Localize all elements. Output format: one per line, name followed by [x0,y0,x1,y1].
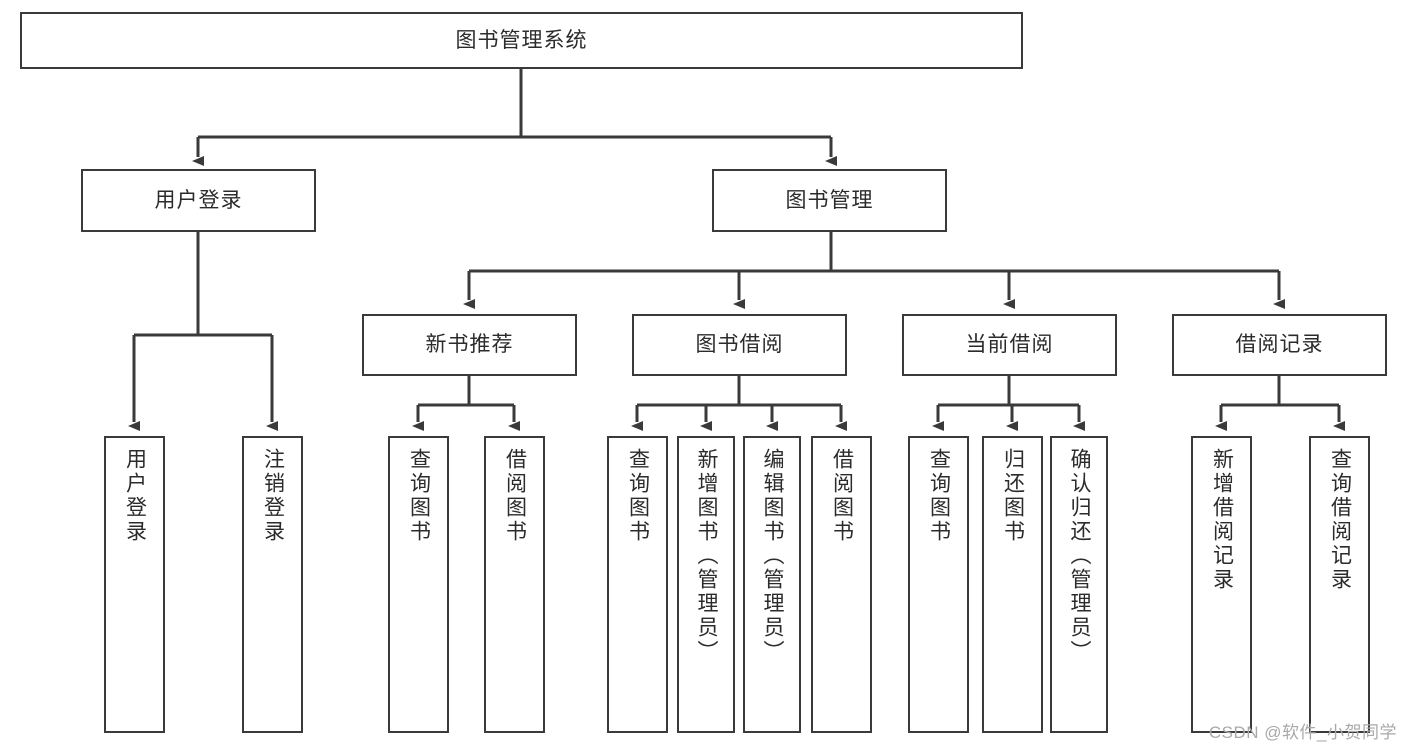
node-book-borrow[interactable]: 图书借阅 [632,314,847,376]
node-label: 图书管理系统 [455,28,588,52]
watermark: CSDN @软件_小贺同学 [1208,723,1397,742]
node-label: 用户登录 [154,188,243,212]
node-label: 新书推荐 [425,333,514,357]
node-leaf-cb-confirm-return[interactable]: 确认归还（管理员） [1050,436,1108,733]
node-label: 查询图书 [626,448,650,544]
node-label: 图书管理 [785,188,874,212]
node-label: 当前借阅 [965,333,1054,357]
node-label: 确认归还（管理员） [1068,448,1092,664]
node-leaf-rec-query-book[interactable]: 查询图书 [388,436,449,733]
node-leaf-br-add-record[interactable]: 新增借阅记录 [1191,436,1252,733]
node-new-book-rec[interactable]: 新书推荐 [362,314,577,376]
node-borrow-record[interactable]: 借阅记录 [1172,314,1387,376]
node-label: 新增借阅记录 [1210,448,1234,592]
node-label: 查询图书 [407,448,431,544]
node-root[interactable]: 图书管理系统 [20,12,1023,69]
node-leaf-bb-query-book[interactable]: 查询图书 [607,436,668,733]
node-leaf-br-query-record[interactable]: 查询借阅记录 [1309,436,1370,733]
node-label: 注销登录 [261,448,285,544]
node-label: 图书借阅 [695,333,784,357]
node-leaf-bb-add-book[interactable]: 新增图书（管理员） [677,436,735,733]
node-leaf-rec-borrow-book[interactable]: 借阅图书 [484,436,545,733]
node-leaf-bb-borrow-book[interactable]: 借阅图书 [811,436,872,733]
node-label: 借阅图书 [503,448,527,544]
node-leaf-cb-query-book[interactable]: 查询图书 [908,436,969,733]
node-label: 借阅图书 [830,448,854,544]
node-user-login[interactable]: 用户登录 [81,169,316,232]
node-label: 用户登录 [123,448,147,544]
node-leaf-user-logout[interactable]: 注销登录 [242,436,303,733]
node-label: 借阅记录 [1235,333,1324,357]
node-leaf-bb-edit-book[interactable]: 编辑图书（管理员） [743,436,801,733]
node-label: 编辑图书（管理员） [761,448,785,664]
node-current-borrow[interactable]: 当前借阅 [902,314,1117,376]
node-book-manage[interactable]: 图书管理 [712,169,947,232]
node-leaf-cb-return-book[interactable]: 归还图书 [982,436,1043,733]
node-label: 查询图书 [927,448,951,544]
node-leaf-user-login[interactable]: 用户登录 [104,436,165,733]
node-label: 新增图书（管理员） [695,448,719,664]
node-label: 归还图书 [1001,448,1025,544]
node-label: 查询借阅记录 [1328,448,1352,592]
